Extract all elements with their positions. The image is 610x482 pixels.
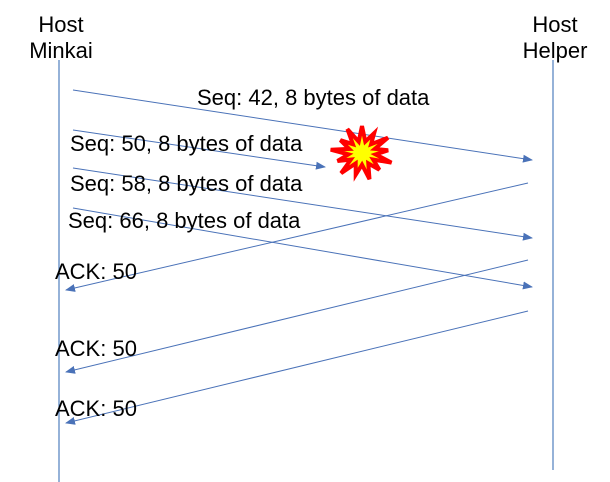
explosion-burst-shape — [330, 125, 393, 182]
arrow-ack-1 — [65, 182, 529, 292]
arrow-seq-42 — [72, 89, 533, 163]
host-helper-line1: Host — [532, 12, 578, 37]
host-minkai-line1: Host — [38, 12, 84, 37]
arrow-seq-66 — [72, 207, 533, 290]
message-label-seq-58: Seq: 58, 8 bytes of data — [70, 171, 303, 196]
explosion-burst-icon — [330, 125, 393, 182]
message-label-ack-1: ACK: 50 — [55, 259, 137, 284]
host-minkai-label: Host Minkai — [18, 12, 104, 64]
message-label-ack-2: ACK: 50 — [55, 336, 137, 361]
message-label-seq-42: Seq: 42, 8 bytes of data — [197, 85, 430, 110]
arrow-seq-50-lost — [72, 129, 326, 170]
arrow-ack-2 — [65, 259, 529, 374]
arrow-ack-3 — [65, 310, 529, 425]
host-helper-line2: Helper — [522, 38, 588, 63]
host-minkai-line2: Minkai — [29, 38, 93, 63]
arrow-seq-58 — [72, 167, 533, 241]
message-label-seq-50: Seq: 50, 8 bytes of data — [70, 131, 303, 156]
host-helper-label: Host Helper — [512, 12, 598, 64]
message-label-seq-66: Seq: 66, 8 bytes of data — [68, 208, 301, 233]
message-label-ack-3: ACK: 50 — [55, 396, 137, 421]
